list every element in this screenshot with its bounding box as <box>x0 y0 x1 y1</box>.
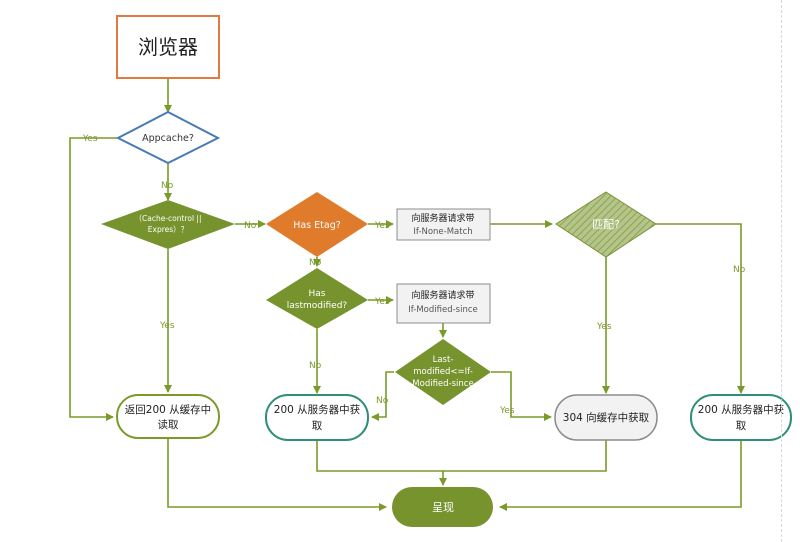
edge-cmp-no <box>371 371 394 421</box>
node-appcache: Appcache? <box>115 110 221 165</box>
node-browser-label: 浏览器 <box>138 35 198 59</box>
node-has-etag-label: Has Etag? <box>293 220 341 231</box>
node-request-etag-label-1: 向服务器请求带 <box>411 212 474 224</box>
edge-match-no <box>656 223 745 394</box>
label-lm-yes: Yes <box>374 297 390 307</box>
node-cache-304-label: 304 向缓存中获取 <box>563 411 650 424</box>
node-request-etag-label-2: If-None-Match <box>413 227 472 237</box>
node-request-modified-label-2: If-Modified-since <box>408 305 478 315</box>
edge-cache-render <box>167 438 387 511</box>
label-lm-no: No <box>309 361 322 371</box>
node-server-right-label-1: 200 从服务器中获 <box>698 403 784 416</box>
node-compare-label-1: Last- <box>433 355 454 365</box>
node-render: 呈现 <box>392 487 493 527</box>
edge-server-left-render <box>316 440 447 486</box>
node-server-left: 200 从服务器中获 取 <box>265 394 369 441</box>
node-request-etag: 向服务器请求带 If-None-Match <box>396 208 491 241</box>
node-request-modified-label-1: 向服务器请求带 <box>411 289 474 301</box>
node-match: 匹配? <box>555 191 657 258</box>
node-server-right-label-2: 取 <box>736 420 747 432</box>
node-request-modified: 向服务器请求带 If-Modified-since <box>396 283 491 324</box>
node-server-left-label-1: 200 从服务器中获 <box>274 403 360 416</box>
label-cmp-yes: Yes <box>499 406 515 416</box>
node-return-cache-label-1: 返回200 从缓存中 <box>125 403 211 416</box>
node-cache-304: 304 向缓存中获取 <box>554 394 658 441</box>
label-cc-yes: Yes <box>159 321 175 331</box>
edge-server-right-render <box>499 440 742 511</box>
node-appcache-label: Appcache? <box>142 133 194 144</box>
node-has-etag: Has Etag? <box>266 192 368 257</box>
edge-appcache-yes <box>69 137 117 421</box>
node-match-label: 匹配? <box>592 218 620 231</box>
label-cmp-no: No <box>376 396 389 406</box>
connectors <box>69 78 745 511</box>
node-cache-control-label-1: （Cache-control || <box>135 214 202 223</box>
node-cache-control-label-2: Expres）？ <box>148 225 188 234</box>
node-cache-control: （Cache-control || Expres）？ <box>101 200 235 249</box>
label-appcache-no: No <box>161 181 174 191</box>
label-match-yes: Yes <box>596 322 612 332</box>
node-server-left-label-2: 取 <box>312 420 323 432</box>
page-edge-divider <box>781 0 782 542</box>
label-cc-no: No <box>244 221 257 231</box>
edge-cmp-yes <box>491 371 552 421</box>
node-compare-label-2: modified<=If- <box>413 367 473 377</box>
node-browser: 浏览器 <box>116 15 220 79</box>
node-has-lastmodified-label-1: Has <box>309 289 326 299</box>
node-return-cache-label-2: 读取 <box>158 418 179 431</box>
node-has-lastmodified: Has lastmodified? <box>266 268 368 329</box>
node-server-right: 200 从服务器中获 取 <box>690 394 792 441</box>
edge-304-render <box>443 440 607 472</box>
label-appcache-yes: Yes <box>82 134 98 144</box>
label-etag-yes: Yes <box>374 221 390 231</box>
node-return-cache: 返回200 从缓存中 读取 <box>116 394 220 439</box>
node-render-label: 呈现 <box>432 501 454 514</box>
node-has-lastmodified-label-2: lastmodified? <box>287 301 348 311</box>
edge-labels: Yes No Yes No Yes No Yes No No Yes Yes N… <box>82 134 746 416</box>
node-last-modified-compare: Last- modified<=If- Modified-since <box>395 339 491 405</box>
node-compare-label-3: Modified-since <box>412 379 473 389</box>
label-etag-no: No <box>309 258 322 268</box>
label-match-no: No <box>733 265 746 275</box>
